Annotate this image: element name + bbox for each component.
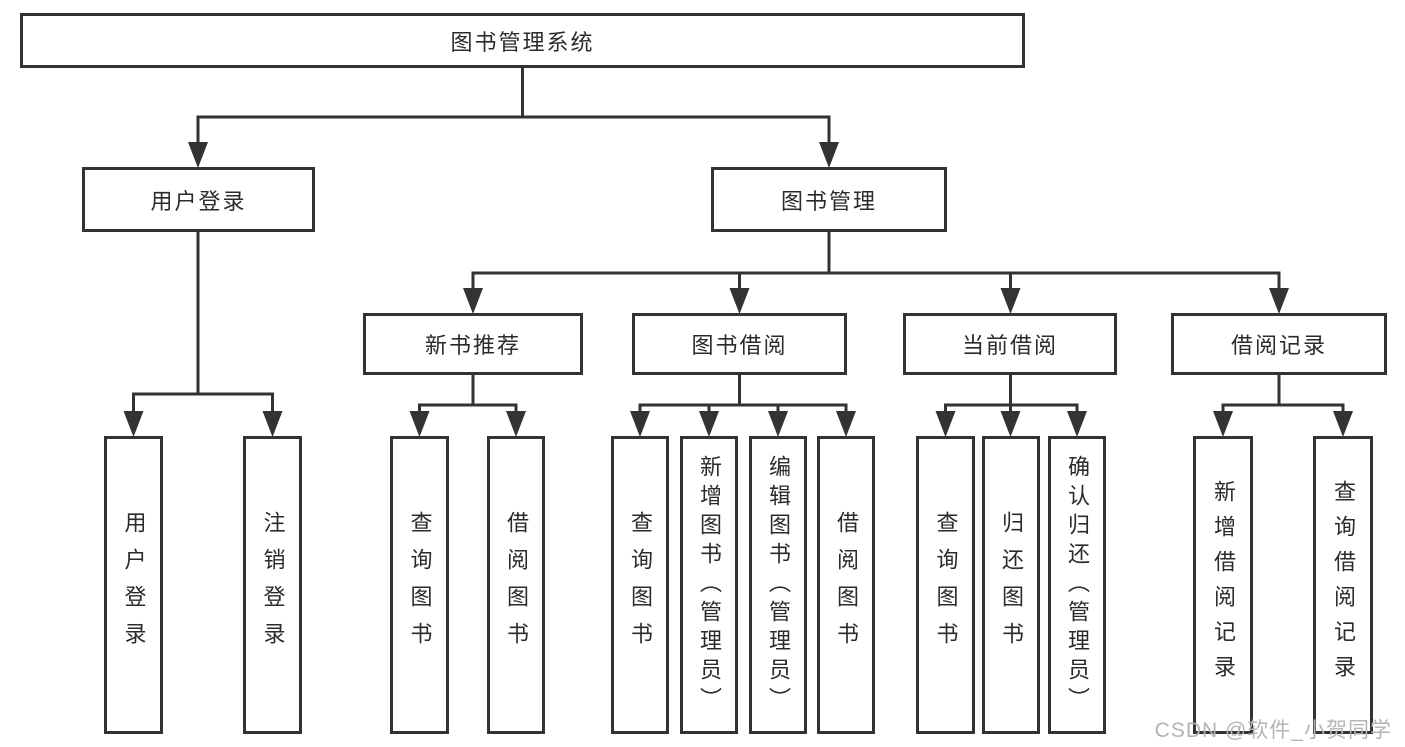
- arrow-down: [506, 411, 526, 437]
- node-label: 借阅图书: [834, 511, 859, 659]
- node-book-management: 图书管理: [711, 167, 947, 232]
- arrow-down: [409, 411, 430, 437]
- arrow-down: [1000, 288, 1021, 314]
- node-label: 注销登录: [260, 511, 286, 659]
- arrow-down: [729, 288, 750, 314]
- arrow-down: [699, 411, 719, 437]
- leaf-edit-book-admin: 编辑图书（管理员）: [749, 436, 807, 734]
- connector-borrow-records-to-leaves: [1221, 375, 1345, 414]
- arrow-down: [768, 411, 788, 437]
- node-label: 图书管理: [780, 188, 877, 214]
- arrow-down: [463, 288, 483, 314]
- node-label: 编辑图书（管理员）: [766, 454, 791, 716]
- leaf-logout: 注销登录: [243, 436, 302, 734]
- arrow-down: [188, 142, 208, 168]
- leaf-query-books-recommend: 查询图书: [390, 436, 449, 734]
- leaf-user-login: 用户登录: [104, 436, 163, 734]
- node-borrow-records: 借阅记录: [1171, 313, 1387, 375]
- node-label: 用户登录: [150, 188, 247, 214]
- node-label: 当前借阅: [961, 333, 1058, 358]
- leaf-return-books: 归还图书: [982, 436, 1040, 734]
- arrow-down: [262, 411, 283, 437]
- node-label: 确认归还（管理员）: [1065, 454, 1090, 716]
- node-book-borrowing: 图书借阅: [632, 313, 847, 375]
- node-label: 图书管理系统: [450, 29, 595, 55]
- connector-new-book-recommend-to-leaves: [418, 375, 518, 414]
- node-current-borrowing: 当前借阅: [903, 313, 1117, 375]
- arrow-down: [1067, 411, 1087, 437]
- node-label: 查询图书: [407, 511, 433, 659]
- node-label: 查询图书: [628, 511, 653, 659]
- arrow-down: [630, 411, 650, 437]
- csdn-watermark: CSDN @软件_小贺同学: [1154, 719, 1392, 742]
- node-label: 新增图书（管理员）: [697, 454, 722, 716]
- connector-book-management-to-level3: [471, 232, 1281, 291]
- node-label: 新书推荐: [424, 333, 521, 358]
- arrow-down: [935, 411, 956, 437]
- node-new-book-recommend: 新书推荐: [363, 313, 583, 375]
- node-label: 借阅图书: [504, 511, 529, 659]
- node-label: 新增借阅记录: [1211, 480, 1236, 690]
- leaf-add-borrow-record: 新增借阅记录: [1193, 436, 1253, 734]
- leaf-borrow-books: 借阅图书: [817, 436, 875, 734]
- leaf-query-books-borrowing: 查询图书: [611, 436, 669, 734]
- node-label: 图书借阅: [691, 333, 788, 358]
- node-label: 借阅记录: [1230, 333, 1327, 358]
- node-label: 查询图书: [933, 511, 959, 659]
- leaf-add-book-admin: 新增图书（管理员）: [680, 436, 738, 734]
- connector-root-to-level2: [196, 68, 831, 144]
- arrow-down: [1333, 411, 1353, 437]
- connector-user-login-to-leaves: [132, 232, 274, 414]
- arrow-down: [123, 411, 144, 437]
- leaf-borrow-books-recommend: 借阅图书: [487, 436, 545, 734]
- arrow-down: [1213, 411, 1233, 437]
- arrow-down: [1000, 411, 1021, 437]
- connector-book-borrowing-to-leaves: [638, 375, 848, 414]
- node-library-management-system: 图书管理系统: [20, 13, 1025, 68]
- arrow-down: [1269, 288, 1289, 314]
- leaf-query-books-current: 查询图书: [916, 436, 975, 734]
- arrow-down: [836, 411, 856, 437]
- arrow-down: [819, 142, 839, 168]
- connector-current-borrowing-to-leaves: [944, 375, 1079, 414]
- node-label: 查询借阅记录: [1331, 480, 1356, 690]
- node-label: 归还图书: [999, 511, 1024, 659]
- node-label: 用户登录: [121, 511, 147, 659]
- leaf-confirm-return-admin: 确认归还（管理员）: [1048, 436, 1106, 734]
- leaf-query-borrow-record: 查询借阅记录: [1313, 436, 1373, 734]
- node-user-login: 用户登录: [82, 167, 315, 232]
